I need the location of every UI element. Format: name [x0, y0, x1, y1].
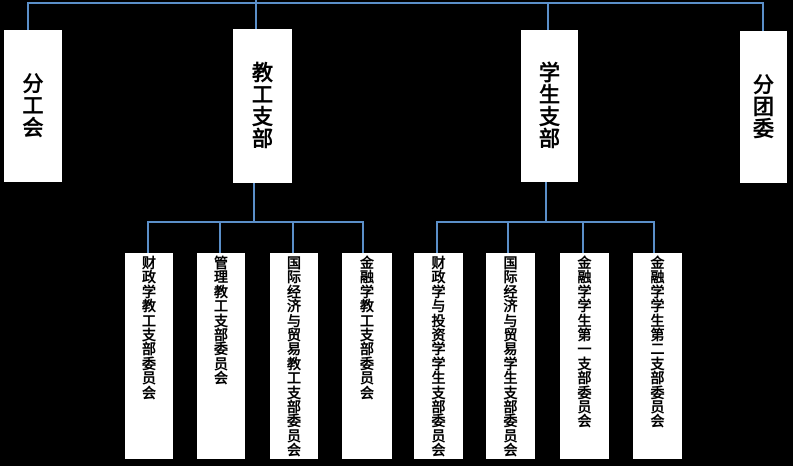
node-finance-second-student-committee-label: 金融学学生第二支部委员会 — [650, 256, 665, 431]
node-branch-youth-league: 分团委 — [740, 31, 787, 183]
node-student-party-branch-label: 学生支部 — [539, 61, 560, 151]
node-finance-first-student-committee-label: 金融学学生第一支部委员会 — [577, 256, 592, 431]
connector-drop-management-staff — [219, 221, 221, 253]
node-finance-staff-committee-label: 财政学教工支部委员会 — [142, 256, 156, 402]
node-branch-youth-league-label: 分团委 — [753, 73, 774, 141]
node-trade-staff-committee-label: 国际经济与贸易教工支部委员会 — [287, 256, 301, 460]
node-staff-party-branch-label: 教工支部 — [252, 61, 273, 151]
connector-rail-student-branch — [436, 221, 655, 223]
connector-drop-youth-league — [762, 2, 764, 31]
node-finance-investment-student-committee: 财政学与投资学学生支部委员会 — [414, 253, 463, 459]
node-finance2-staff-committee: 金融学教工支部委员会 — [342, 253, 392, 459]
node-trade-staff-committee: 国际经济与贸易教工支部委员会 — [270, 253, 318, 459]
connector-stem-student-branch — [545, 182, 547, 222]
node-management-staff-committee: 管理教工支部委员会 — [197, 253, 245, 459]
node-branch-union: 分工会 — [4, 30, 62, 182]
connector-drop-finance2-staff — [362, 221, 364, 253]
connector-drop-trade-staff — [292, 221, 294, 253]
node-finance-first-student-committee: 金融学学生第一支部委员会 — [560, 253, 609, 459]
connector-drop-trade-student — [507, 221, 509, 253]
connector-rail-staff-branch — [147, 221, 364, 223]
connector-drop-student-branch — [547, 2, 549, 30]
connector-drop-finance-staff — [147, 221, 149, 253]
connector-drop-finance-first-student — [582, 221, 584, 253]
node-branch-union-label: 分工会 — [22, 72, 44, 140]
connector-drop-branch-union — [27, 2, 29, 30]
connector-drop-finance-second-student — [653, 221, 655, 253]
connector-drop-staff-branch — [255, 0, 257, 29]
node-finance-second-student-committee: 金融学学生第二支部委员会 — [633, 253, 682, 459]
node-finance-staff-committee: 财政学教工支部委员会 — [125, 253, 173, 459]
node-student-party-branch: 学生支部 — [521, 30, 578, 182]
connector-stem-staff-branch — [253, 183, 255, 222]
node-finance2-staff-committee-label: 金融学教工支部委员会 — [360, 256, 374, 402]
node-finance-investment-student-committee-label: 财政学与投资学学生支部委员会 — [431, 256, 446, 460]
node-staff-party-branch: 教工支部 — [233, 29, 292, 183]
connector-drop-finance-student — [436, 221, 438, 253]
node-trade-student-committee-label: 国际经济与贸易学生支部委员会 — [503, 256, 518, 460]
node-management-staff-committee-label: 管理教工支部委员会 — [214, 256, 228, 388]
node-trade-student-committee: 国际经济与贸易学生支部委员会 — [486, 253, 535, 459]
connector-top-rail — [28, 2, 764, 4]
